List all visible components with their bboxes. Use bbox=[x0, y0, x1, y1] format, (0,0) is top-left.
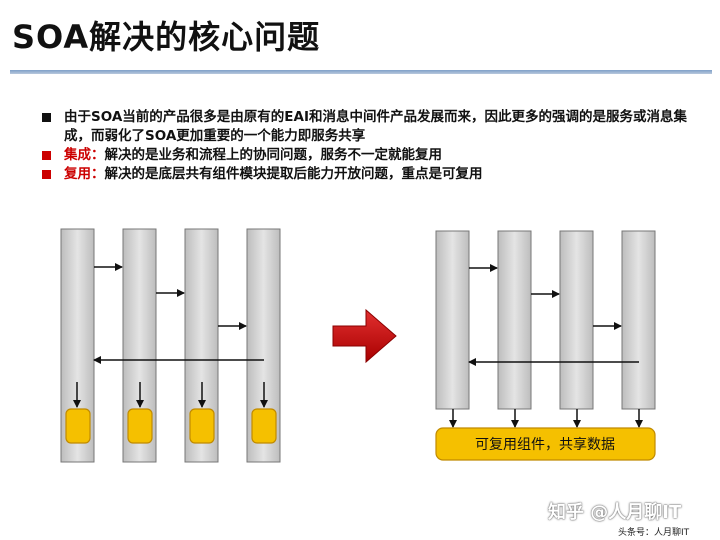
private-component-box bbox=[251, 408, 277, 444]
private-component-box bbox=[65, 408, 91, 444]
source-label: 头条号：人月聊IT bbox=[618, 528, 690, 538]
bullet-square-icon bbox=[42, 113, 51, 122]
transition-arrow bbox=[332, 308, 397, 364]
bullet-text: 解决的是底层共有组件模块提取后能力开放问题，重点是可复用 bbox=[104, 166, 483, 182]
system-column bbox=[621, 230, 656, 410]
shared-component-label: 可复用组件，共享数据 bbox=[475, 436, 615, 453]
page-title: SOA解决的核心问题 bbox=[12, 18, 321, 56]
system-column bbox=[497, 230, 532, 410]
title-divider bbox=[10, 70, 712, 74]
right-reuse-diagram: 可复用组件，共享数据 bbox=[435, 230, 656, 461]
shared-component-box bbox=[435, 427, 656, 461]
bullet-term: 复用： bbox=[64, 166, 105, 182]
private-component-box bbox=[127, 408, 153, 444]
watermark: 知乎 @人月聊IT bbox=[548, 502, 682, 523]
bullet-item: 复用：解决的是底层共有组件模块提取后能力开放问题，重点是可复用 bbox=[42, 165, 702, 184]
bullet-text: 由于SOA当前的产品很多是由原有的EAI和消息中间件产品发展而来，因此更多的强调… bbox=[64, 109, 687, 144]
bullet-square-icon bbox=[42, 151, 51, 160]
system-column bbox=[559, 230, 594, 410]
system-column bbox=[435, 230, 470, 410]
left-integration-diagram bbox=[60, 228, 281, 463]
bullet-item: 集成：解决的是业务和流程上的协同问题，服务不一定就能复用 bbox=[42, 146, 702, 165]
bullet-term: 集成： bbox=[64, 147, 105, 163]
bullet-item: 由于SOA当前的产品很多是由原有的EAI和消息中间件产品发展而来，因此更多的强调… bbox=[42, 108, 702, 146]
private-component-box bbox=[189, 408, 215, 444]
bullet-square-icon bbox=[42, 170, 51, 179]
bullet-list: 由于SOA当前的产品很多是由原有的EAI和消息中间件产品发展而来，因此更多的强调… bbox=[42, 108, 702, 184]
bullet-text: 解决的是业务和流程上的协同问题，服务不一定就能复用 bbox=[104, 147, 443, 163]
